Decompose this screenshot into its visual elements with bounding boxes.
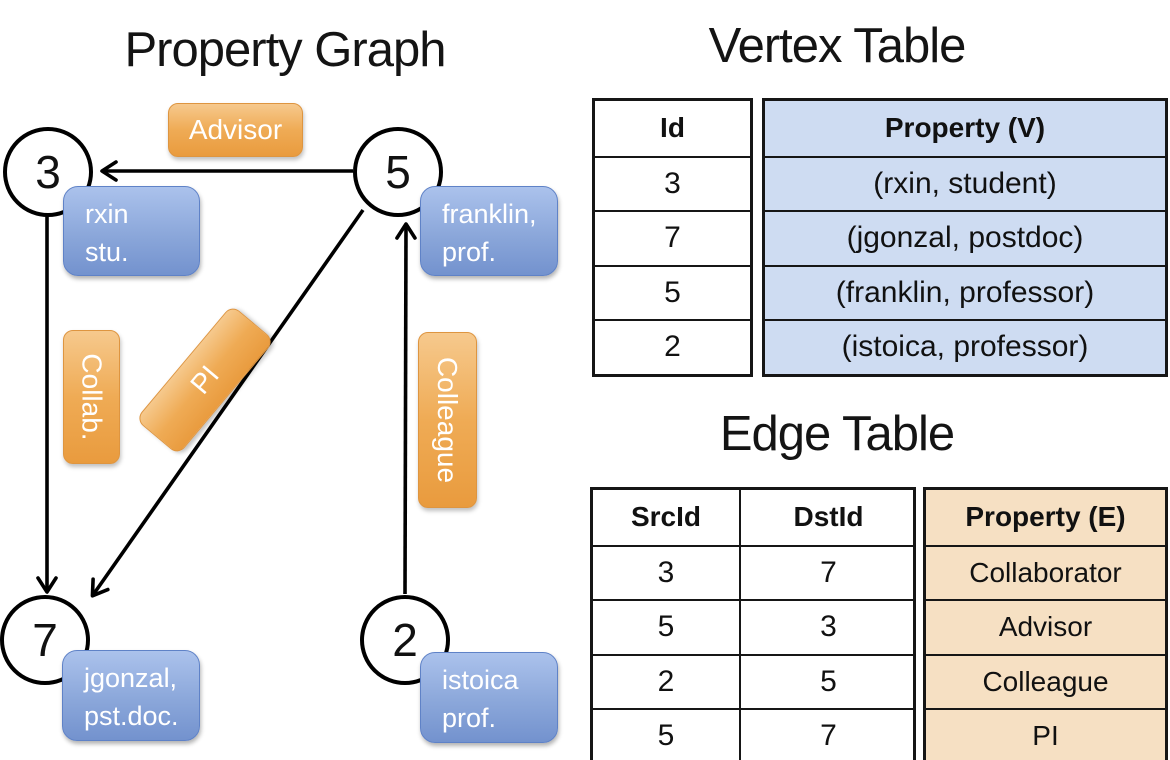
edge-table-src-cell: 5 <box>593 599 741 654</box>
vertex-property-box-7: jgonzal, pst.doc. <box>62 650 200 741</box>
edge-pi-arrow <box>90 208 365 598</box>
vertex-table-property-cell: (franklin, professor) <box>765 264 1165 319</box>
edge-table-dst-cell: 5 <box>741 653 916 709</box>
vertex-table-id-column: Id 3 7 5 2 <box>592 98 753 377</box>
edge-table-dst-cell: 7 <box>741 708 916 760</box>
vertex-property-line1: istoica <box>442 665 519 695</box>
vertex-table-id-cell: 3 <box>595 155 750 211</box>
edge-label-text: Colleague <box>432 356 464 484</box>
edge-table-property-cell: PI <box>926 708 1165 760</box>
edge-table-property-cell: Collaborator <box>926 544 1165 599</box>
vertex-property-line1: jgonzal, <box>84 663 178 693</box>
vertex-property-line2: prof. <box>442 703 497 733</box>
vertex-property-line2: stu. <box>85 237 129 267</box>
vertex-table-id-cell: 5 <box>595 264 750 320</box>
graph-node-5: 5 <box>353 127 443 217</box>
edge-colleague-arrow <box>395 222 417 595</box>
vertex-table-property-cell: (istoica, professor) <box>765 319 1165 374</box>
vertex-table-header-id: Id <box>660 112 685 144</box>
vertex-table-property-cell: (rxin, student) <box>765 155 1165 210</box>
vertex-property-line2: prof. <box>442 237 497 267</box>
edge-table-id-columns: SrcId DstId 3 7 5 3 2 5 5 7 <box>590 487 916 760</box>
node-id-label: 3 <box>35 146 61 198</box>
vertex-table-title: Vertex Table <box>708 19 967 73</box>
vertex-property-box-3: rxin stu. <box>63 186 200 276</box>
vertex-table-id-cell: 7 <box>595 210 750 265</box>
edge-table-header-dstid: DstId <box>793 501 864 533</box>
edge-table-src-cell: 5 <box>593 708 741 760</box>
vertex-property-line2: pst.doc. <box>84 701 179 731</box>
edge-table-src-cell: 3 <box>593 544 741 599</box>
edge-label-text: Collab. <box>76 353 108 441</box>
edge-label-text: PI <box>184 359 225 400</box>
edge-table-src-cell: 2 <box>593 653 741 708</box>
node-id-label: 5 <box>385 146 411 198</box>
edge-label-text: Advisor <box>188 114 283 145</box>
graph-edges-canvas <box>36 160 417 598</box>
edge-table-dst-cell: 7 <box>741 544 916 600</box>
vertex-property-line1: franklin, <box>442 199 537 229</box>
vertex-property-box-2: istoica prof. <box>420 652 558 743</box>
vertex-table-id-cell: 2 <box>595 319 750 374</box>
edge-table-property-column: Property (E) Collaborator Advisor Collea… <box>923 487 1168 760</box>
edge-table-property-cell: Colleague <box>926 653 1165 708</box>
edge-label-collab: Collab. <box>63 330 120 464</box>
vertex-table-property-column: Property (V) (rxin, student) (jgonzal, p… <box>762 98 1168 377</box>
node-id-label: 7 <box>32 614 58 666</box>
vertex-table-property-cell: (jgonzal, postdoc) <box>765 210 1165 265</box>
edge-label-colleague: Colleague <box>418 332 477 508</box>
edge-table-property-cell: Advisor <box>926 599 1165 654</box>
property-graph-title: Property Graph <box>124 23 447 77</box>
edge-table-title: Edge Table <box>719 407 955 461</box>
graph-node-2: 2 <box>360 595 450 685</box>
vertex-property-line1: rxin <box>85 199 129 229</box>
edge-table-header-property: Property (E) <box>926 490 1165 545</box>
vertex-table-header-property: Property (V) <box>765 101 1165 156</box>
edge-table-header-srcid: SrcId <box>593 490 741 545</box>
node-id-label: 2 <box>392 614 418 666</box>
vertex-property-box-5: franklin, prof. <box>420 186 558 276</box>
edge-table-dst-cell: 3 <box>741 599 916 654</box>
edge-label-advisor: Advisor <box>168 103 303 157</box>
